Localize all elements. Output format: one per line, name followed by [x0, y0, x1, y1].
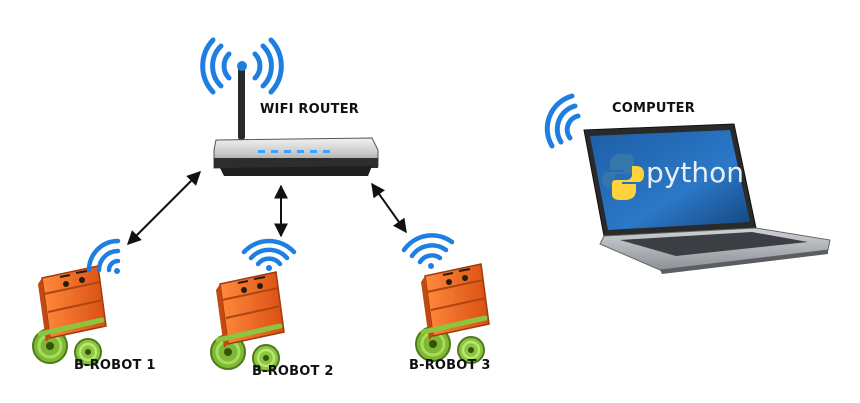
- robot-icon: [33, 266, 106, 365]
- computer-label: COMPUTER: [612, 101, 695, 116]
- laptop-icon: [583, 123, 831, 274]
- wifi-signal-icon: [200, 37, 284, 95]
- python-logo-text: python: [646, 156, 744, 189]
- robot-icon: [416, 264, 489, 363]
- wifi-signal-icon: [241, 238, 297, 271]
- wifi-signal-icon: [401, 233, 455, 269]
- python-logo-icon: [602, 154, 644, 200]
- robot-2-label: B-ROBOT 2: [252, 364, 334, 379]
- robot-icon: [211, 272, 284, 371]
- wifi-signal-icon: [544, 93, 581, 149]
- robot-3-label: B-ROBOT 3: [409, 358, 491, 373]
- robot-1-label: B-ROBOT 1: [74, 358, 156, 373]
- router-label: WIFI ROUTER: [260, 102, 359, 117]
- wifi-router-icon: [213, 66, 379, 176]
- bidirectional-arrow-icon: [127, 171, 407, 245]
